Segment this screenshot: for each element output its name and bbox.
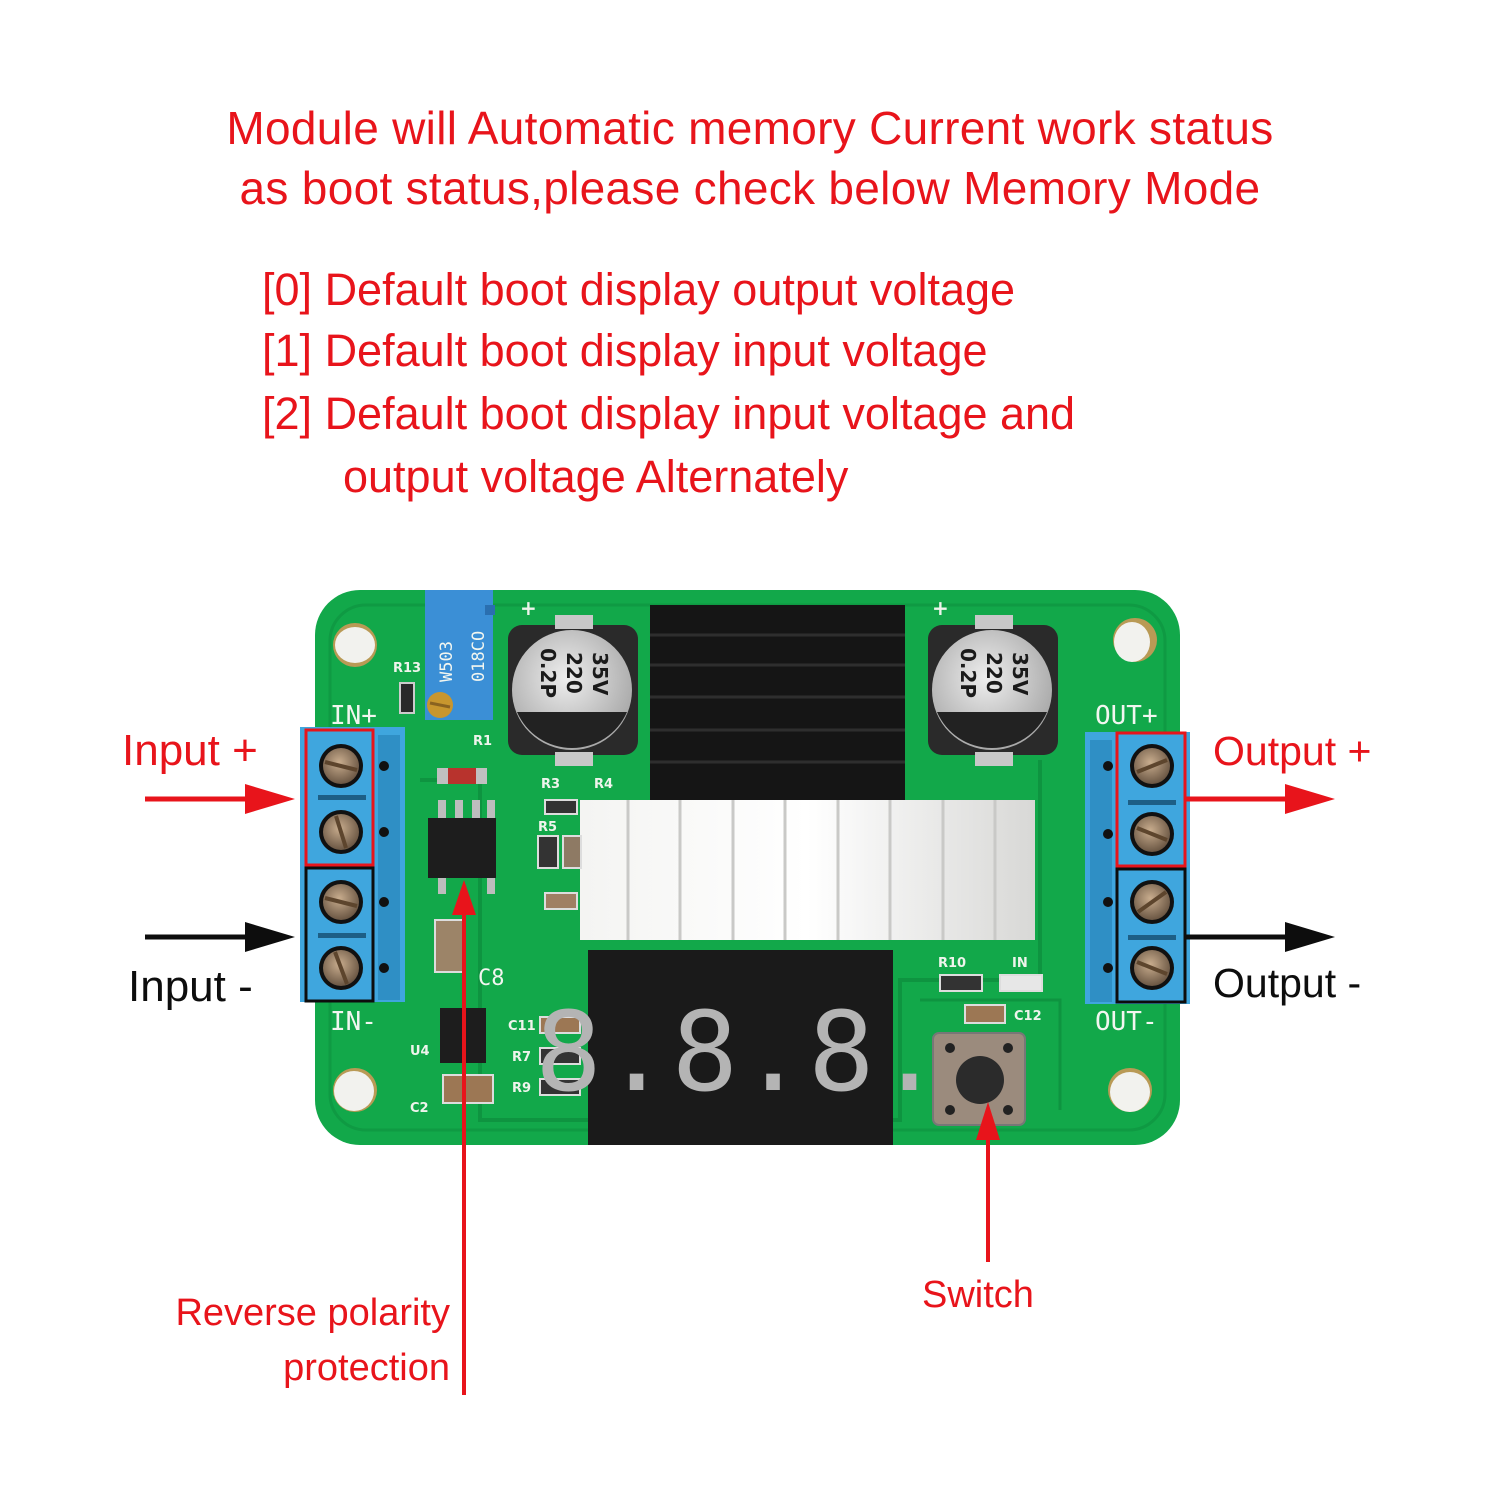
screw-icon	[319, 880, 363, 924]
silk-out-plus: OUT+	[1095, 701, 1158, 731]
screw-icon	[1130, 946, 1174, 990]
capacitor-left: 0.2P 220 35V	[508, 615, 638, 766]
screw-icon	[319, 810, 363, 854]
cap-marking-value: 220	[982, 652, 1006, 694]
aluminum-heatsink	[580, 800, 1035, 940]
output-terminal-block	[1085, 731, 1190, 1004]
screw-icon	[1130, 812, 1174, 856]
screw-icon	[1130, 880, 1174, 924]
screw-icon	[319, 946, 363, 990]
mode-code: [0]	[262, 264, 313, 315]
silk-plus-right: +	[932, 596, 949, 620]
mode-text: Default boot display input voltage and	[324, 388, 1076, 439]
silk-r9: R9	[512, 1081, 531, 1096]
input-minus-label: Input -	[128, 962, 253, 1011]
mode-code: [1]	[262, 325, 313, 376]
black-heatsink	[650, 605, 905, 800]
mounting-hole-icon	[1113, 618, 1157, 662]
silk-r5: R5	[538, 820, 557, 835]
mode-text: output voltage Alternately	[343, 451, 849, 502]
mode-text: Default boot display input voltage	[324, 325, 988, 376]
silk-r3: R3	[541, 777, 560, 792]
silk-out-minus: OUT-	[1095, 1007, 1158, 1037]
output-plus-arrow-icon	[1185, 784, 1335, 814]
input-plus-label: Input +	[122, 726, 258, 775]
pot-marking-2: 018CO	[469, 631, 489, 682]
mounting-hole-icon	[333, 623, 377, 667]
silk-in-minus: IN-	[330, 1007, 377, 1037]
pot-marking-1: W503	[437, 641, 457, 682]
memory-mode-0: [0] Default boot display output voltage	[262, 262, 1015, 318]
cap-marking-voltage: 35V	[588, 652, 612, 696]
input-minus-arrow-icon	[145, 922, 295, 952]
memory-mode-2-continued: output voltage Alternately	[343, 449, 848, 505]
push-button-switch	[932, 1032, 1026, 1126]
silk-r13: R13	[393, 661, 421, 676]
reverse-polarity-label-2: protection	[283, 1347, 450, 1389]
header-line-2: as boot status,please check below Memory…	[239, 162, 1261, 214]
cap-marking-value: 220	[562, 652, 586, 694]
silk-in-plus: IN+	[330, 701, 377, 731]
cap-marking-code: 0.2P	[956, 648, 980, 698]
cap-marking-code: 0.2P	[536, 648, 560, 698]
output-minus-arrow-icon	[1185, 922, 1335, 952]
capacitor-right: 0.2P 220 35V	[928, 615, 1058, 766]
reverse-polarity-pointer-icon	[452, 880, 476, 1395]
silk-c2: C2	[410, 1101, 429, 1116]
silk-c11: C11	[508, 1019, 536, 1034]
reverse-polarity-label-1: Reverse polarity	[175, 1292, 450, 1334]
silk-plus-left: +	[520, 596, 537, 620]
input-plus-highlight	[304, 728, 375, 867]
output-minus-label: Output -	[1213, 960, 1362, 1006]
silk-r7: R7	[512, 1050, 531, 1065]
silk-c12: C12	[1014, 1009, 1042, 1024]
silk-c8: C8	[478, 966, 505, 991]
silk-r10: R10	[938, 956, 966, 971]
output-plus-label: Output +	[1213, 728, 1372, 774]
screw-icon	[319, 744, 363, 788]
silk-r4: R4	[594, 777, 613, 792]
input-minus-highlight	[304, 866, 375, 1003]
seven-segment-display: 8.8.8.	[535, 950, 944, 1145]
input-plus-arrow-icon	[145, 784, 295, 814]
memory-mode-1: [1] Default boot display input voltage	[262, 323, 988, 379]
silk-r1: R1	[473, 734, 492, 749]
screw-icon	[1130, 744, 1174, 788]
switch-pointer-icon	[976, 1102, 1000, 1262]
mode-code: [2]	[262, 388, 313, 439]
potentiometer: W503 018CO	[425, 590, 495, 720]
mounting-hole-icon	[1108, 1068, 1152, 1112]
header-line-1: Module will Automatic memory Current wor…	[226, 102, 1274, 154]
switch-label: Switch	[922, 1274, 1034, 1316]
mode-text: Default boot display output voltage	[324, 264, 1016, 315]
display-digits: 8.8.8.	[535, 988, 944, 1116]
silk-u4: U4	[410, 1044, 430, 1059]
cap-marking-voltage: 35V	[1008, 652, 1032, 696]
silk-in-led: IN	[1012, 956, 1028, 971]
input-terminal-block	[300, 727, 405, 1003]
mounting-hole-icon	[333, 1068, 377, 1112]
memory-mode-2: [2] Default boot display input voltage a…	[262, 386, 1075, 442]
